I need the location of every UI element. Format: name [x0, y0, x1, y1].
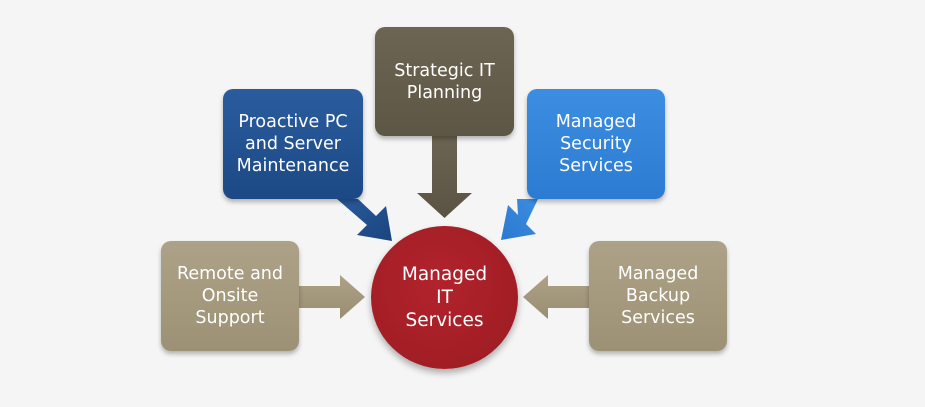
center-label: Managed IT Services — [401, 264, 488, 331]
arrow-proactive — [337, 199, 392, 241]
node-label: Proactive PC and Server Maintenance — [236, 112, 350, 176]
node-proactive-maintenance: Proactive PC and Server Maintenance — [223, 89, 363, 199]
node-strategic-it-planning: Strategic IT Planning — [375, 27, 514, 136]
arrow-remote — [299, 275, 365, 319]
center-managed-it-services: Managed IT Services — [371, 226, 518, 369]
node-remote-onsite-support: Remote and Onsite Support — [161, 241, 299, 351]
node-managed-backup: Managed Backup Services — [589, 241, 727, 351]
arrow-security — [501, 199, 538, 240]
arrow-backup — [523, 275, 589, 319]
node-label: Managed Security Services — [555, 112, 637, 176]
node-label: Strategic IT Planning — [394, 60, 495, 103]
node-label: Remote and Onsite Support — [176, 264, 283, 328]
node-label: Managed Backup Services — [617, 264, 699, 328]
arrow-strategic — [417, 136, 472, 218]
node-managed-security: Managed Security Services — [527, 89, 665, 199]
